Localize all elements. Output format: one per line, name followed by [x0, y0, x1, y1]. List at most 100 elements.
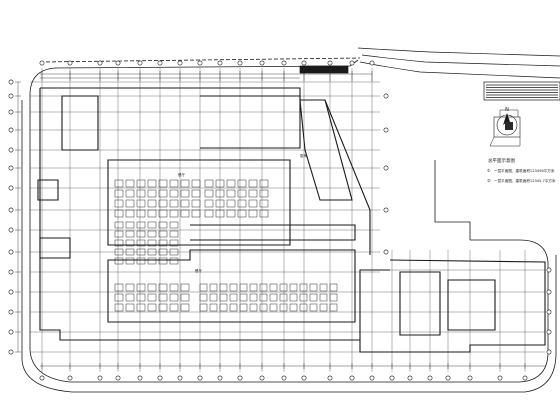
dining-table — [229, 303, 238, 312]
dining-table — [169, 239, 179, 247]
dining-table — [136, 248, 146, 256]
dining-table — [158, 199, 168, 208]
site-outline — [29, 59, 549, 383]
axis-bubble-bottom — [177, 375, 183, 381]
axis-bubble-top — [217, 60, 223, 66]
dining-table — [114, 283, 124, 292]
dining-table — [248, 209, 258, 218]
axis-bubble-top — [39, 60, 45, 66]
axis-bubble-left — [8, 349, 14, 355]
axis-bubble-bottom — [427, 375, 433, 381]
dining-table — [147, 239, 157, 247]
dining-table — [169, 179, 179, 188]
axis-bubble-bottom — [467, 375, 473, 381]
dining-table — [147, 189, 157, 198]
axis-bubble-bottom — [97, 375, 103, 381]
dining-table — [209, 283, 218, 292]
ramp-block — [299, 99, 353, 201]
axis-bubble-left — [8, 127, 14, 133]
dining-table — [158, 257, 168, 265]
dining-table — [215, 199, 225, 208]
dining-table — [204, 179, 214, 188]
axis-bubble-bottom — [445, 375, 451, 381]
dining-table — [114, 179, 124, 188]
legend-text-2: 一层平面图，建筑面积12345.7平方米 — [494, 178, 556, 183]
dining-table — [169, 257, 179, 265]
dining-table — [259, 303, 268, 312]
dining-table — [289, 303, 298, 312]
dimension-lines — [15, 71, 545, 369]
dining-table — [114, 239, 124, 247]
dining-table — [209, 303, 218, 312]
east-wing-outline — [359, 259, 546, 353]
dining-table — [226, 199, 236, 208]
dining-table — [204, 199, 214, 208]
dining-table — [219, 303, 228, 312]
site-dashed-edge — [39, 57, 361, 63]
dining-table — [136, 239, 146, 247]
dining-table — [147, 221, 157, 229]
dining-table — [329, 293, 338, 302]
east-rooms — [399, 271, 496, 336]
dining-table — [289, 283, 298, 292]
dining-table — [329, 303, 338, 312]
dining-table — [237, 189, 247, 198]
site-boundary — [21, 57, 557, 393]
dining-table — [114, 189, 124, 198]
dining-table — [158, 221, 168, 229]
dining-table — [191, 199, 201, 208]
west-stairs — [37, 179, 71, 259]
dining-table — [237, 199, 247, 208]
dining-table — [125, 283, 135, 292]
dining-table — [114, 248, 124, 256]
kitchen-block — [200, 95, 301, 149]
axis-bubble-bottom — [497, 375, 503, 381]
dining-table — [158, 230, 168, 238]
dining-table — [125, 199, 135, 208]
dining-table — [158, 303, 168, 312]
dining-table — [180, 283, 190, 292]
dining-table — [114, 209, 124, 218]
room-labels: 餐厅 厨房 餐厅 — [178, 153, 308, 273]
dining-table — [180, 293, 190, 302]
axis-bubble-left — [8, 329, 14, 335]
dining-table — [169, 209, 179, 218]
axis-bubble-bottom — [522, 375, 528, 381]
dining-table — [125, 293, 135, 302]
dining-table — [279, 283, 288, 292]
dining-table — [259, 209, 269, 218]
dining-table — [180, 189, 190, 198]
axis-bubble-bottom — [197, 375, 203, 381]
dining-table — [204, 189, 214, 198]
dining-table — [180, 199, 190, 208]
axis-bubble-top — [97, 60, 103, 66]
dining-table — [199, 293, 208, 302]
dining-table — [269, 283, 278, 292]
dining-table — [136, 283, 146, 292]
axis-bubble-left — [8, 289, 14, 295]
room-label-dining-1: 餐厅 — [178, 172, 185, 177]
axis-bubble-right — [546, 289, 552, 295]
site-outline-outer — [21, 100, 557, 393]
dining-table — [169, 303, 179, 312]
axis-bubbles — [8, 60, 552, 381]
axis-bubble-bottom — [217, 375, 223, 381]
stair-core-nw — [61, 95, 99, 151]
dining-table — [215, 209, 225, 218]
dining-table — [259, 199, 269, 208]
dining-table — [299, 293, 308, 302]
dining-table — [299, 303, 308, 312]
building-walls — [37, 87, 546, 353]
dining-table — [279, 293, 288, 302]
dining-table — [209, 293, 218, 302]
dining-table — [158, 239, 168, 247]
dining-table — [169, 230, 179, 238]
axis-bubble-bottom — [115, 375, 121, 381]
room-label-dining-2: 餐厅 — [195, 268, 202, 273]
dining-table — [136, 230, 146, 238]
dining-table — [180, 179, 190, 188]
axis-bubble-bottom — [327, 375, 333, 381]
dining-table — [147, 179, 157, 188]
dining-table — [136, 209, 146, 218]
road-edge-2 — [361, 54, 560, 67]
